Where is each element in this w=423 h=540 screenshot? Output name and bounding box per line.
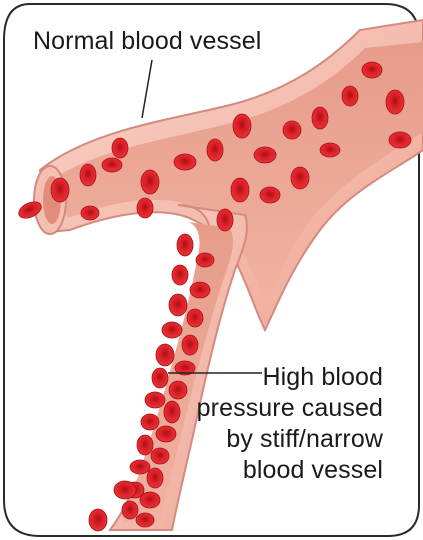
high-pressure-label: High blood pressure caused by stiff/narr… <box>183 362 383 486</box>
leader-line-normal <box>142 60 152 118</box>
high-pressure-label-line-2: pressure caused <box>183 393 383 424</box>
high-pressure-label-line-4: blood vessel <box>183 455 383 486</box>
normal-vessel-label: Normal blood vessel <box>33 26 261 56</box>
high-pressure-label-line-1: High blood <box>183 362 383 393</box>
high-pressure-label-line-3: by stiff/narrow <box>183 424 383 455</box>
